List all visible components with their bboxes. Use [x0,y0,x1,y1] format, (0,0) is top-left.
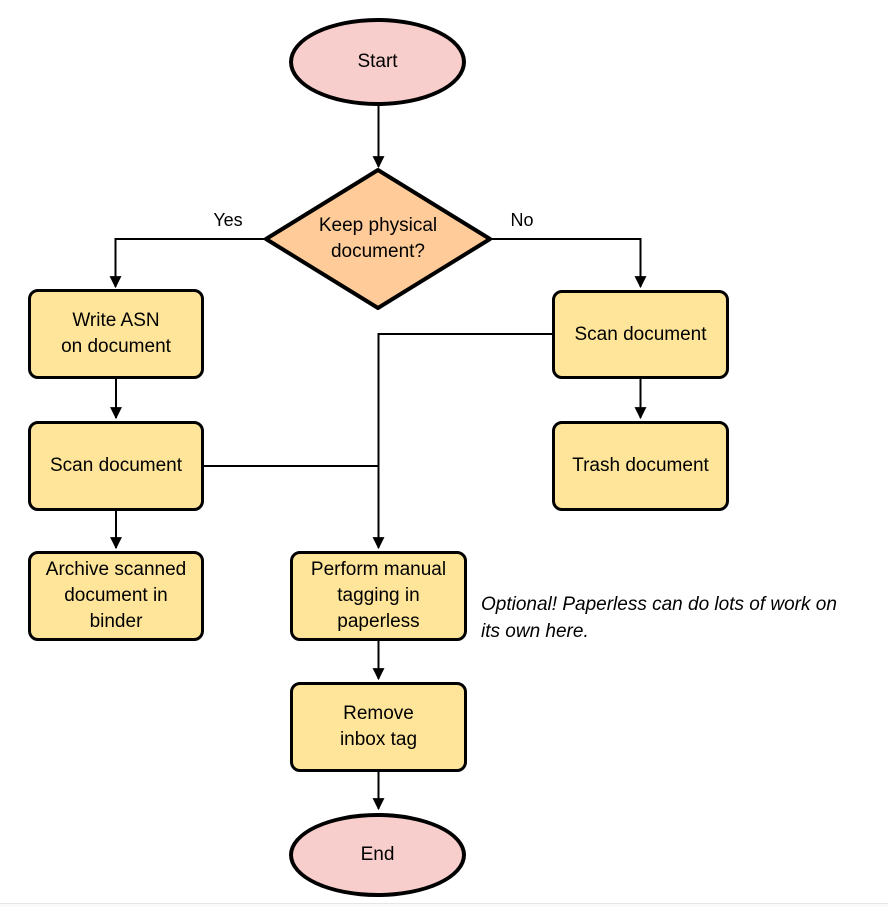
no-branch-label: No [510,210,534,230]
scan-document-left-label: Scan document [49,455,183,476]
remove-inbox-tag-label: Remove inbox tag [339,703,418,750]
edge-decision-yes [109,238,267,289]
perform-tagging-node: Perform manual tagging in paperless [290,551,467,641]
archive-node: Archive scanned document in binder [28,551,204,641]
perform-tagging-label: Perform manual tagging in paperless [310,559,447,632]
write-asn-node-label: Write ASN on document [61,310,171,357]
decision-node: Keep physical document? [278,209,478,269]
start-node-label: Start [357,51,398,72]
scan-document-left-node: Scan document [28,421,204,511]
end-node: End [289,813,466,897]
decision-node-label: Keep physical document? [318,215,438,262]
start-node: Start [289,18,466,106]
scan-document-right-node: Scan document [552,290,729,379]
below-rule-background [0,904,888,907]
remove-inbox-tag-node: Remove inbox tag [290,682,467,772]
yes-branch-label: Yes [213,210,243,230]
decision-diamond-shape [264,168,492,310]
annotation-text: Optional! Paperless can do lots of work … [481,594,837,642]
write-asn-node: Write ASN on document [28,289,204,379]
trash-node-label: Trash document [572,455,709,476]
edge-decision-no [489,238,647,289]
scan-document-right-label: Scan document [574,323,707,345]
trash-node: Trash document [552,421,729,511]
bottom-rule [0,903,888,904]
end-node-label: End [360,844,395,865]
archive-node-label: Archive scanned document in binder [45,559,187,632]
edge-scanright-to-tagging [372,333,552,550]
